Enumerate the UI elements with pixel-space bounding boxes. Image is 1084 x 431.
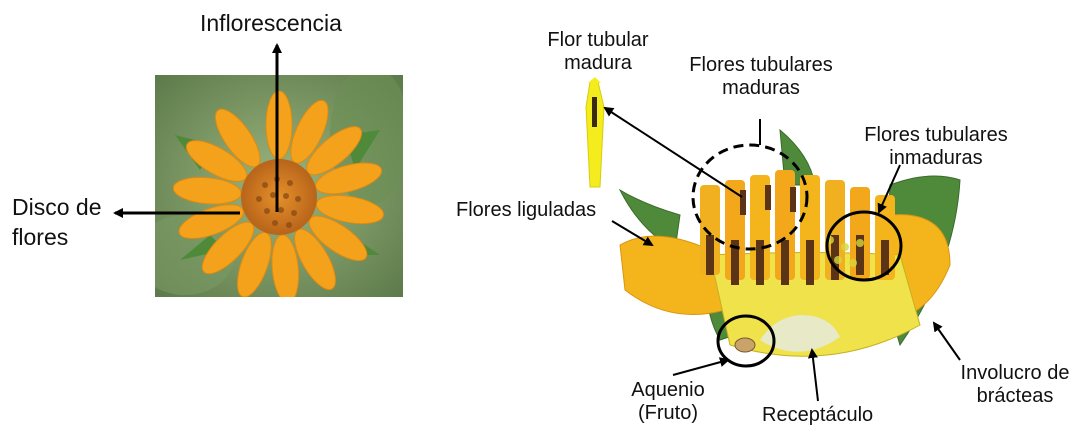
mature-flower-arrow	[603, 106, 743, 198]
receptacle-arrow	[807, 348, 819, 402]
immature-flowers-arrow	[877, 164, 901, 214]
mature-florets-circle	[691, 143, 809, 251]
involucre-label: Involucro de brácteas	[960, 362, 1070, 407]
achene-shape	[734, 337, 756, 353]
immature-tubular-flowers-label: Flores tubulares inmaduras	[864, 124, 1008, 169]
ligulate-flowers-arrow	[611, 220, 654, 247]
flower-photo	[155, 75, 403, 297]
receptacle-label: Receptáculo	[762, 404, 874, 426]
ray-petals	[172, 90, 384, 297]
immature-florets-circle	[825, 210, 903, 282]
mature-tubular-flowers-label: Flores tubulares maduras	[689, 54, 833, 99]
achene-label: Aquenio (Fruto)	[631, 379, 705, 424]
ligulate-flowers-label: Flores liguladas	[456, 199, 597, 221]
flower-disc	[241, 159, 317, 235]
inflorescence-label: Inflorescencia	[200, 10, 342, 36]
achene-circle	[716, 314, 776, 368]
tubular-florets	[700, 170, 895, 285]
involucre-arrow	[932, 321, 961, 361]
disc-label: Disco de flores	[12, 194, 102, 250]
mature-tubular-flower-label: Flor tubular madura	[547, 29, 649, 74]
isolated-tubular-flower	[585, 77, 605, 188]
achene-arrow	[672, 357, 730, 376]
